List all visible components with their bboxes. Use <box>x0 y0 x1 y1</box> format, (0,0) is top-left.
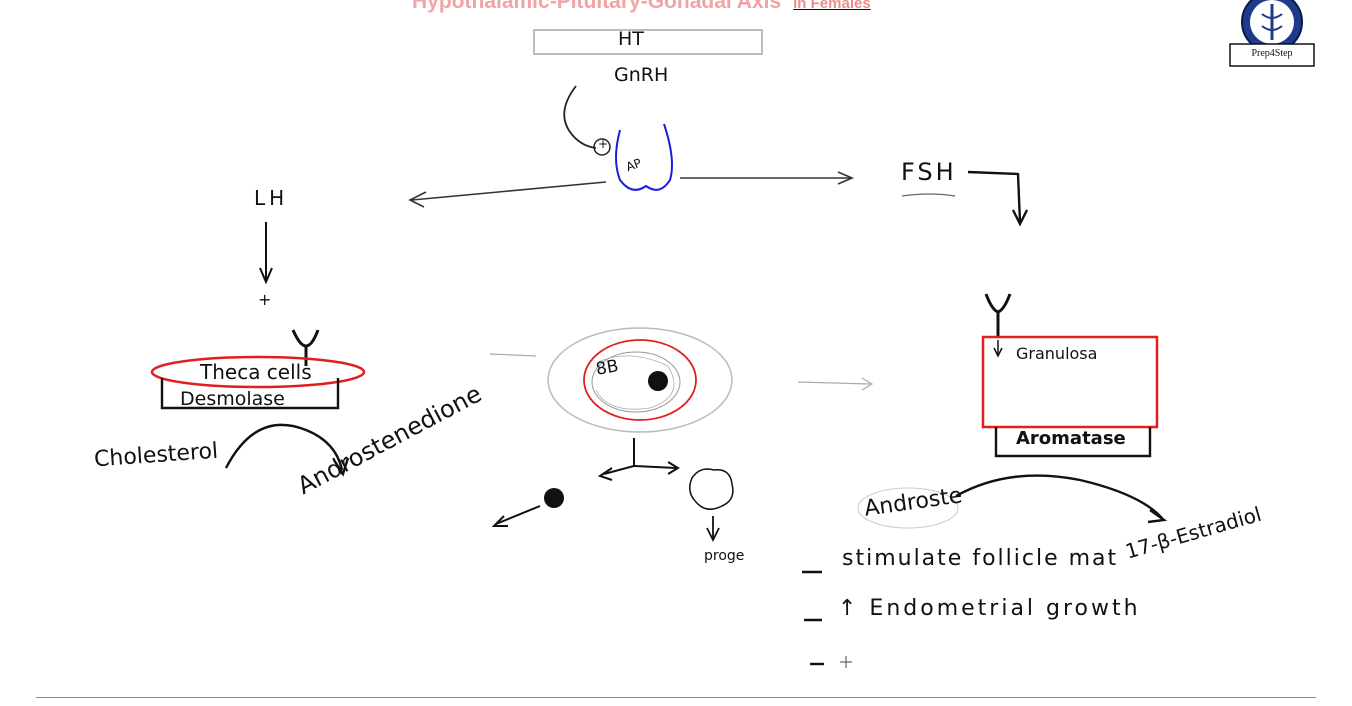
fsh-down-arrow <box>967 170 1022 223</box>
lh-plus-sign: + <box>258 290 272 309</box>
corpus-luteum-icon <box>689 468 734 510</box>
lh-arrow <box>411 181 607 201</box>
title-text: Hypothalamic-Pituitary-Gonadal Axis <box>412 0 782 13</box>
granulosa-label: Granulosa <box>1016 344 1098 363</box>
logo-text: Prep4Step <box>1251 48 1293 59</box>
granulosa-receptor-icon <box>984 293 1012 336</box>
gnrh-arrow <box>563 85 597 149</box>
theca-ellipse <box>150 355 366 389</box>
aromatase-bracket <box>994 427 1152 458</box>
theca-receptor-icon <box>291 329 320 366</box>
logo: Prep4Step <box>1229 0 1315 68</box>
follicle-red-ring <box>583 339 697 421</box>
granulosa-conversion-arrow <box>955 474 1163 519</box>
follicle-label: 8B <box>594 356 621 380</box>
oocyte-dot <box>648 371 668 391</box>
follicle-outer <box>547 327 733 433</box>
plus-circle <box>593 138 611 156</box>
hypothalamus-box <box>533 29 763 55</box>
desmolase-label: Desmolase <box>180 388 285 410</box>
lh-label: LH <box>254 186 289 210</box>
hypothalamus-label: HT <box>618 28 644 50</box>
pituitary-shape <box>615 123 673 191</box>
effect-endometrial-growth: ↑ Endometrial growth <box>838 596 1141 621</box>
fsh-label: FSH <box>901 158 957 186</box>
page-title: Hypothalamic-Pituitary-Gonadal Axis in Fe… <box>412 0 871 14</box>
aromatase-label: Aromatase <box>1016 428 1126 449</box>
title-subtitle: in Females <box>793 0 871 12</box>
theca-conversion-arrow <box>224 423 344 471</box>
effect-follicle-maturation: stimulate follicle mat <box>842 546 1119 571</box>
desmolase-bracket <box>160 378 340 410</box>
gnrh-stimulate-sign: + <box>598 137 609 151</box>
gnrh-label: GnRH <box>614 64 669 86</box>
egg-dot <box>544 488 564 508</box>
progesterone-label: proge <box>704 548 745 564</box>
theca-cells-label: Theca cells <box>200 360 312 384</box>
bottom-divider <box>36 697 1316 698</box>
granulosa-box <box>981 335 1159 429</box>
caduceus-seal-icon <box>1229 0 1315 67</box>
